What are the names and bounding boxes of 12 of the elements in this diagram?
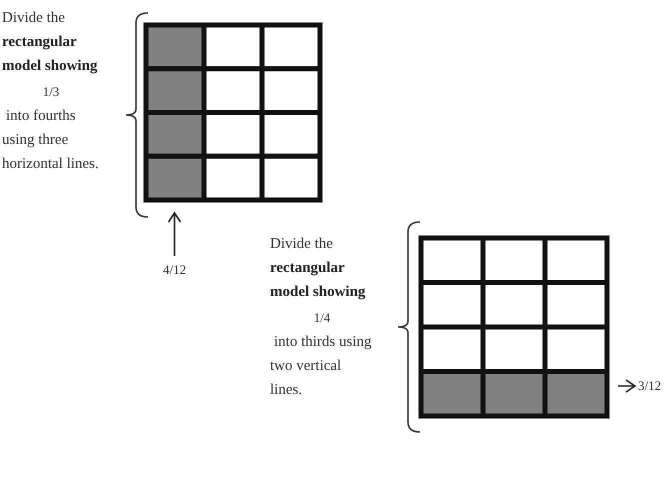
fraction: 3/12 <box>638 378 662 394</box>
instruction-text: Divide the rectangular model showing <box>2 9 98 76</box>
arrow <box>168 212 182 256</box>
instruction-text: into fourths using three horizontal lines. <box>2 107 100 174</box>
instruction-text: Divide the rectangular model showing <box>270 235 366 302</box>
arrow <box>618 379 636 393</box>
grid-drawing <box>143 22 323 203</box>
instruction-text: into thirds using two vertical lines. <box>270 333 373 400</box>
fraction: 1/3 <box>42 84 60 100</box>
fraction: 4/12 <box>163 262 186 278</box>
fraction: 1/4 <box>314 310 330 326</box>
grid-drawing <box>418 235 610 419</box>
